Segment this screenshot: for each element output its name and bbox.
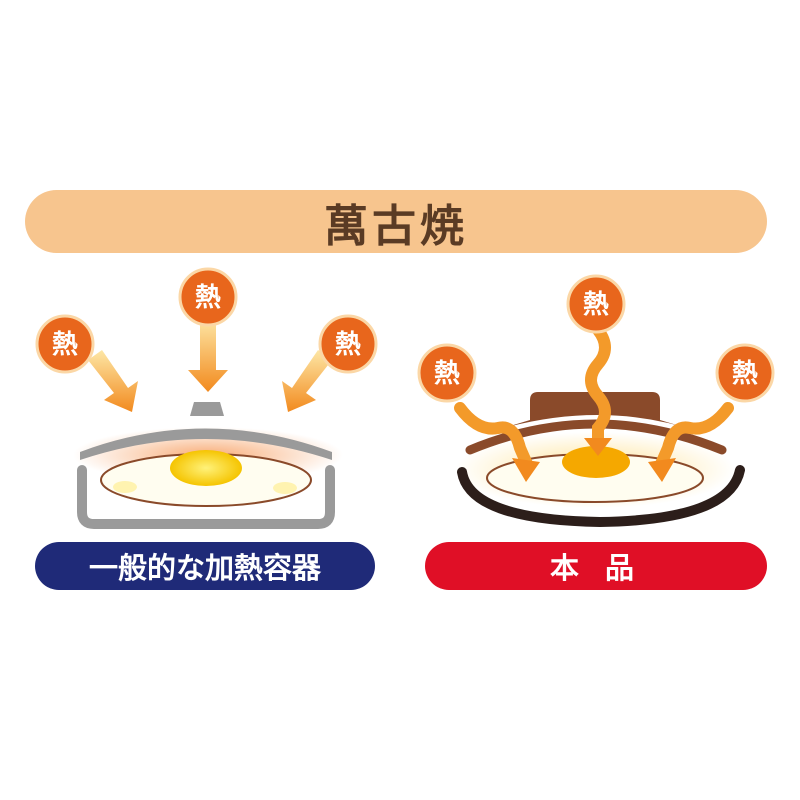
- pot-lid: [80, 428, 332, 460]
- this-product-label: 本 品: [425, 542, 767, 590]
- wavy-arrow-icon: [654, 402, 734, 472]
- egg-yolk: [562, 446, 630, 478]
- left-pot-illustration: [73, 402, 343, 529]
- straight-arrow-icon: [188, 318, 228, 392]
- lid-knob: [190, 402, 224, 416]
- pot-body: [77, 465, 335, 529]
- right-label-text: 本 品: [549, 551, 643, 585]
- svg-text:熱: 熱: [195, 283, 221, 313]
- svg-text:熱: 熱: [52, 330, 78, 360]
- left-label-text: 一般的な加熱容器: [88, 551, 321, 585]
- wavy-arrow-icon: [585, 324, 611, 446]
- banner-title: 萬古焼: [324, 200, 468, 252]
- heat-badge: 熱: [178, 267, 238, 327]
- pot-base: [457, 465, 745, 528]
- svg-text:熱: 熱: [434, 359, 460, 389]
- right-pot-illustration: [455, 392, 745, 528]
- conventional-container-label: 一般的な加熱容器: [35, 542, 375, 590]
- straight-arrow-icon: [88, 350, 138, 412]
- svg-text:熱: 熱: [732, 359, 758, 389]
- svg-text:熱: 熱: [583, 290, 609, 320]
- heat-badge: 熱: [417, 343, 477, 403]
- egg-yolk: [170, 450, 242, 486]
- heat-badge: 熱: [318, 314, 378, 374]
- straight-arrow-icon: [282, 350, 332, 412]
- wavy-arrow-icon: [454, 402, 534, 472]
- heat-badge: 熱: [35, 314, 95, 374]
- svg-text:熱: 熱: [335, 330, 361, 360]
- pot-lid: [490, 392, 700, 432]
- right-heat-badges: 熱 熱 熱: [417, 274, 775, 403]
- heat-badge: 熱: [566, 274, 626, 334]
- left-heat-arrows: [88, 318, 332, 412]
- title-banner: 萬古焼: [25, 190, 767, 253]
- right-heat-arrows: [454, 324, 734, 482]
- heat-badge: 熱: [715, 343, 775, 403]
- left-heat-badges: 熱 熱 熱: [35, 267, 378, 374]
